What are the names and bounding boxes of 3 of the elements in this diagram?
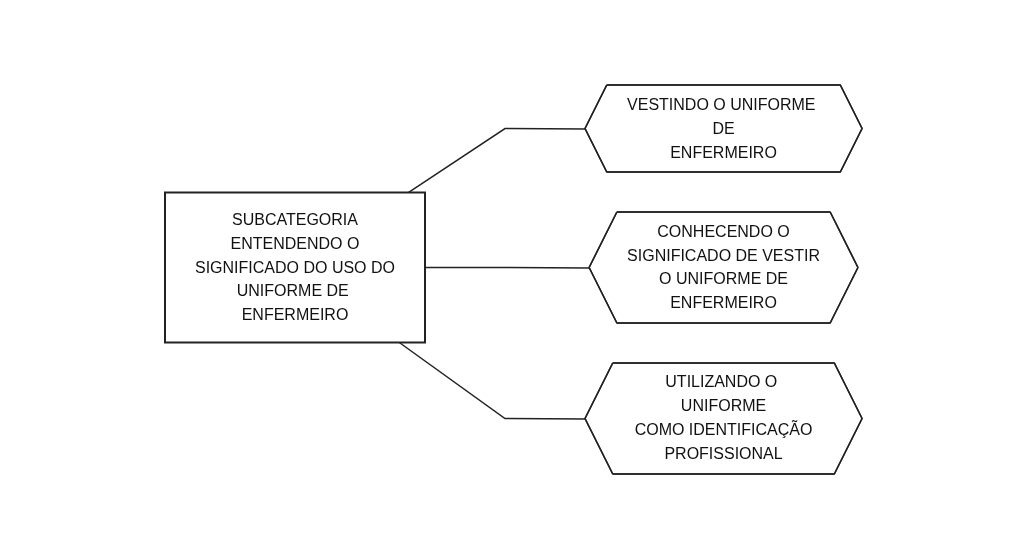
node-box: SUBCATEGORIA ENTENDENDO O SIGNIFICADO DO USO DO UNIFORME DE ENFERMEIRO bbox=[164, 191, 427, 344]
connector bbox=[408, 127, 587, 194]
connector bbox=[399, 341, 587, 420]
